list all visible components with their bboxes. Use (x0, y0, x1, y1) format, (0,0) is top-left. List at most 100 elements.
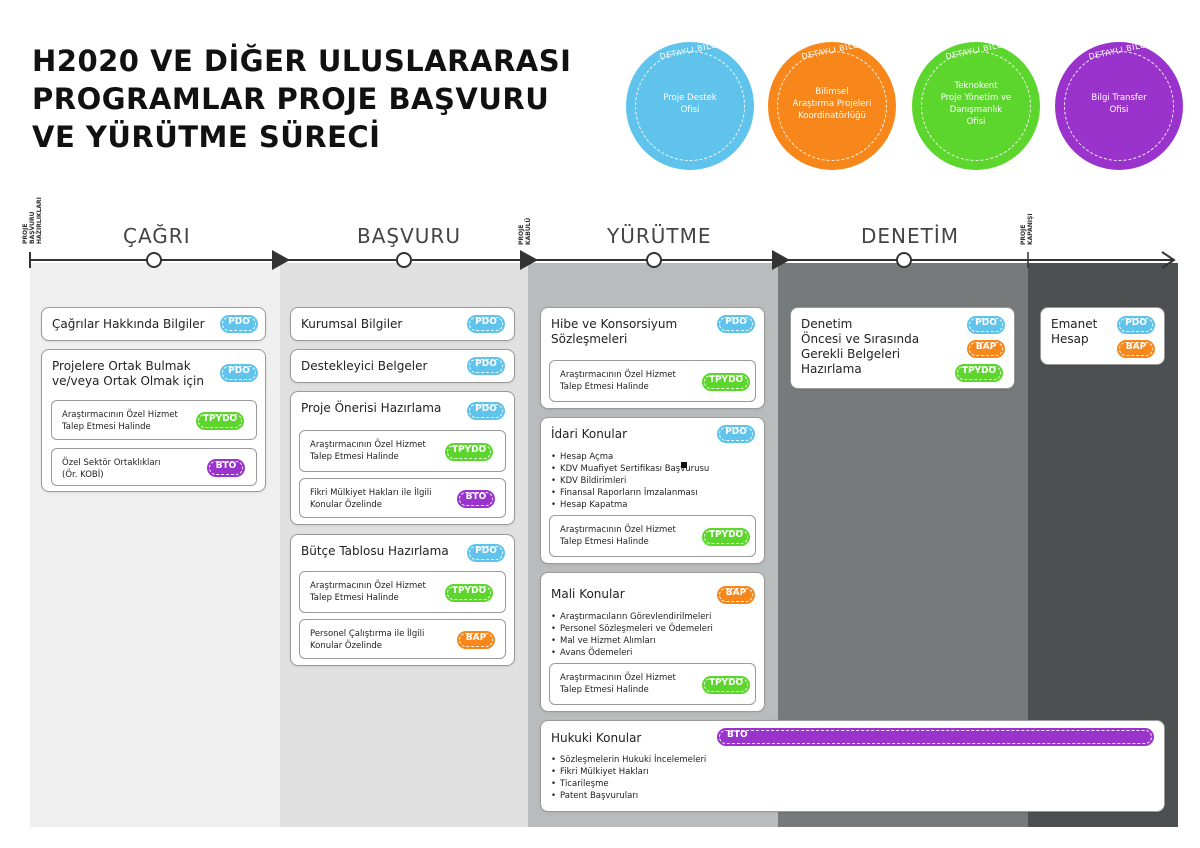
list-item: Ticarileşme (551, 778, 706, 790)
timeline-node (146, 252, 162, 268)
card-proje-onerisi[interactable]: Proje Önerisi Hazırlama PDO Araştırmacın… (290, 391, 515, 525)
card-butce[interactable]: Bütçe Tablosu Hazırlama PDO Araştırmacın… (290, 534, 515, 666)
pdo-badge[interactable]: PDO (467, 402, 505, 420)
pdo-badge[interactable]: PDO (467, 544, 505, 562)
pdo-badge[interactable]: PDO (717, 315, 755, 333)
bto-badge[interactable]: BTO (207, 459, 245, 477)
pdo-badge[interactable]: PDO (220, 364, 258, 382)
dashed-ring (1064, 51, 1174, 161)
card-hukuki[interactable]: Hukuki Konular BTO Sözleşmelerin Hukuki … (540, 720, 1165, 812)
tpydo-badge[interactable]: TPYDO (702, 528, 750, 546)
title-line: H2020 VE DİĞER ULUSLARARASI (32, 44, 572, 78)
pdo-badge[interactable]: PDO (467, 357, 505, 375)
timeline (29, 250, 1176, 270)
bap-badge[interactable]: BAP (967, 340, 1005, 358)
tpydo-badge[interactable]: TPYDO (196, 412, 244, 430)
phase-basvuru: BAŞVURU (357, 224, 461, 248)
bap-badge[interactable]: BAP (717, 586, 755, 604)
card-title: Kurumsal Bilgiler (301, 317, 403, 331)
list-item: KDV Muafiyet Sertifikası Başvurusu (551, 463, 709, 475)
tpydo-badge[interactable]: TPYDO (445, 443, 493, 461)
list-item: Finansal Raporların İmzalanması (551, 487, 709, 499)
mali-list: Araştırmacıların Görevlendirilmeleri Per… (551, 611, 713, 659)
pdo-badge[interactable]: PDO (717, 425, 755, 443)
card-idari[interactable]: İdari Konular PDO Hesap Açma KDV Muafiye… (540, 417, 765, 564)
timeline-node (396, 252, 412, 268)
bto-badge[interactable]: BTO (457, 490, 495, 508)
timeline-node (646, 252, 662, 268)
pdo-badge[interactable]: PDO (967, 316, 1005, 334)
idari-list: Hesap Açma KDV Muafiyet Sertifikası Başv… (551, 451, 709, 511)
sub-card-text: Özel Sektör Ortaklıkları(Ör. KOBİ) (62, 458, 161, 480)
bap-badge[interactable]: BAP (457, 631, 495, 649)
list-item: Mal ve Hizmet Alımları (551, 635, 713, 647)
dashed-ring (777, 51, 887, 161)
list-item: Hesap Açma (551, 451, 709, 463)
tpydo-badge[interactable]: TPYDO (702, 676, 750, 694)
list-item: Patent Başvuruları (551, 790, 706, 802)
card-destekleyici[interactable]: Destekleyici Belgeler PDO (290, 349, 515, 383)
page-title: H2020 VE DİĞER ULUSLARARASI PROGRAMLAR P… (32, 42, 571, 156)
arrow-head-icon (1161, 251, 1176, 269)
card-cagrilar[interactable]: Çağrılar Hakkında Bilgiler PDO (41, 307, 266, 341)
arrow-icon (520, 250, 538, 270)
bap-badge[interactable]: BAP (1117, 340, 1155, 358)
phase-yurutme: YÜRÜTME (607, 224, 712, 248)
tpydo-badge[interactable]: TPYDO (955, 364, 1003, 382)
list-item: KDV Bildirimleri (551, 475, 709, 487)
pdo-badge[interactable]: PDO (467, 315, 505, 333)
sub-card-kobi[interactable]: Özel Sektör Ortaklıkları(Ör. KOBİ) BTO (51, 448, 257, 486)
pdo-badge[interactable]: PDO (1117, 316, 1155, 334)
marker-square-icon (681, 462, 687, 468)
card-title: Destekleyici Belgeler (301, 359, 428, 373)
card-mali[interactable]: Mali Konular BAP Araştırmacıların Görevl… (540, 572, 765, 712)
arrow-icon (272, 250, 290, 270)
band-cagri (30, 263, 280, 827)
card-kurumsal[interactable]: Kurumsal Bilgiler PDO (290, 307, 515, 341)
tpydo-badge[interactable]: TPYDO (445, 584, 493, 602)
card-title: Mali Konular (551, 587, 625, 601)
list-item: Araştırmacıların Görevlendirilmeleri (551, 611, 713, 623)
pdo-badge[interactable]: PDO (220, 315, 258, 333)
list-item: Hesap Kapatma (551, 499, 709, 511)
bto-badge[interactable]: BTO (717, 728, 1154, 746)
title-line: VE YÜRÜTME SÜRECİ (32, 120, 381, 154)
list-item: Avans Ödemeleri (551, 647, 713, 659)
card-title: İdari Konular (551, 427, 628, 441)
dashed-ring (635, 51, 745, 161)
tpydo-badge[interactable]: TPYDO (702, 373, 750, 391)
arrow-icon (772, 250, 790, 270)
card-title: Çağrılar Hakkında Bilgiler (52, 317, 205, 331)
hukuki-list: Sözleşmelerin Hukuki İncelemeleri Fikri … (551, 754, 706, 802)
